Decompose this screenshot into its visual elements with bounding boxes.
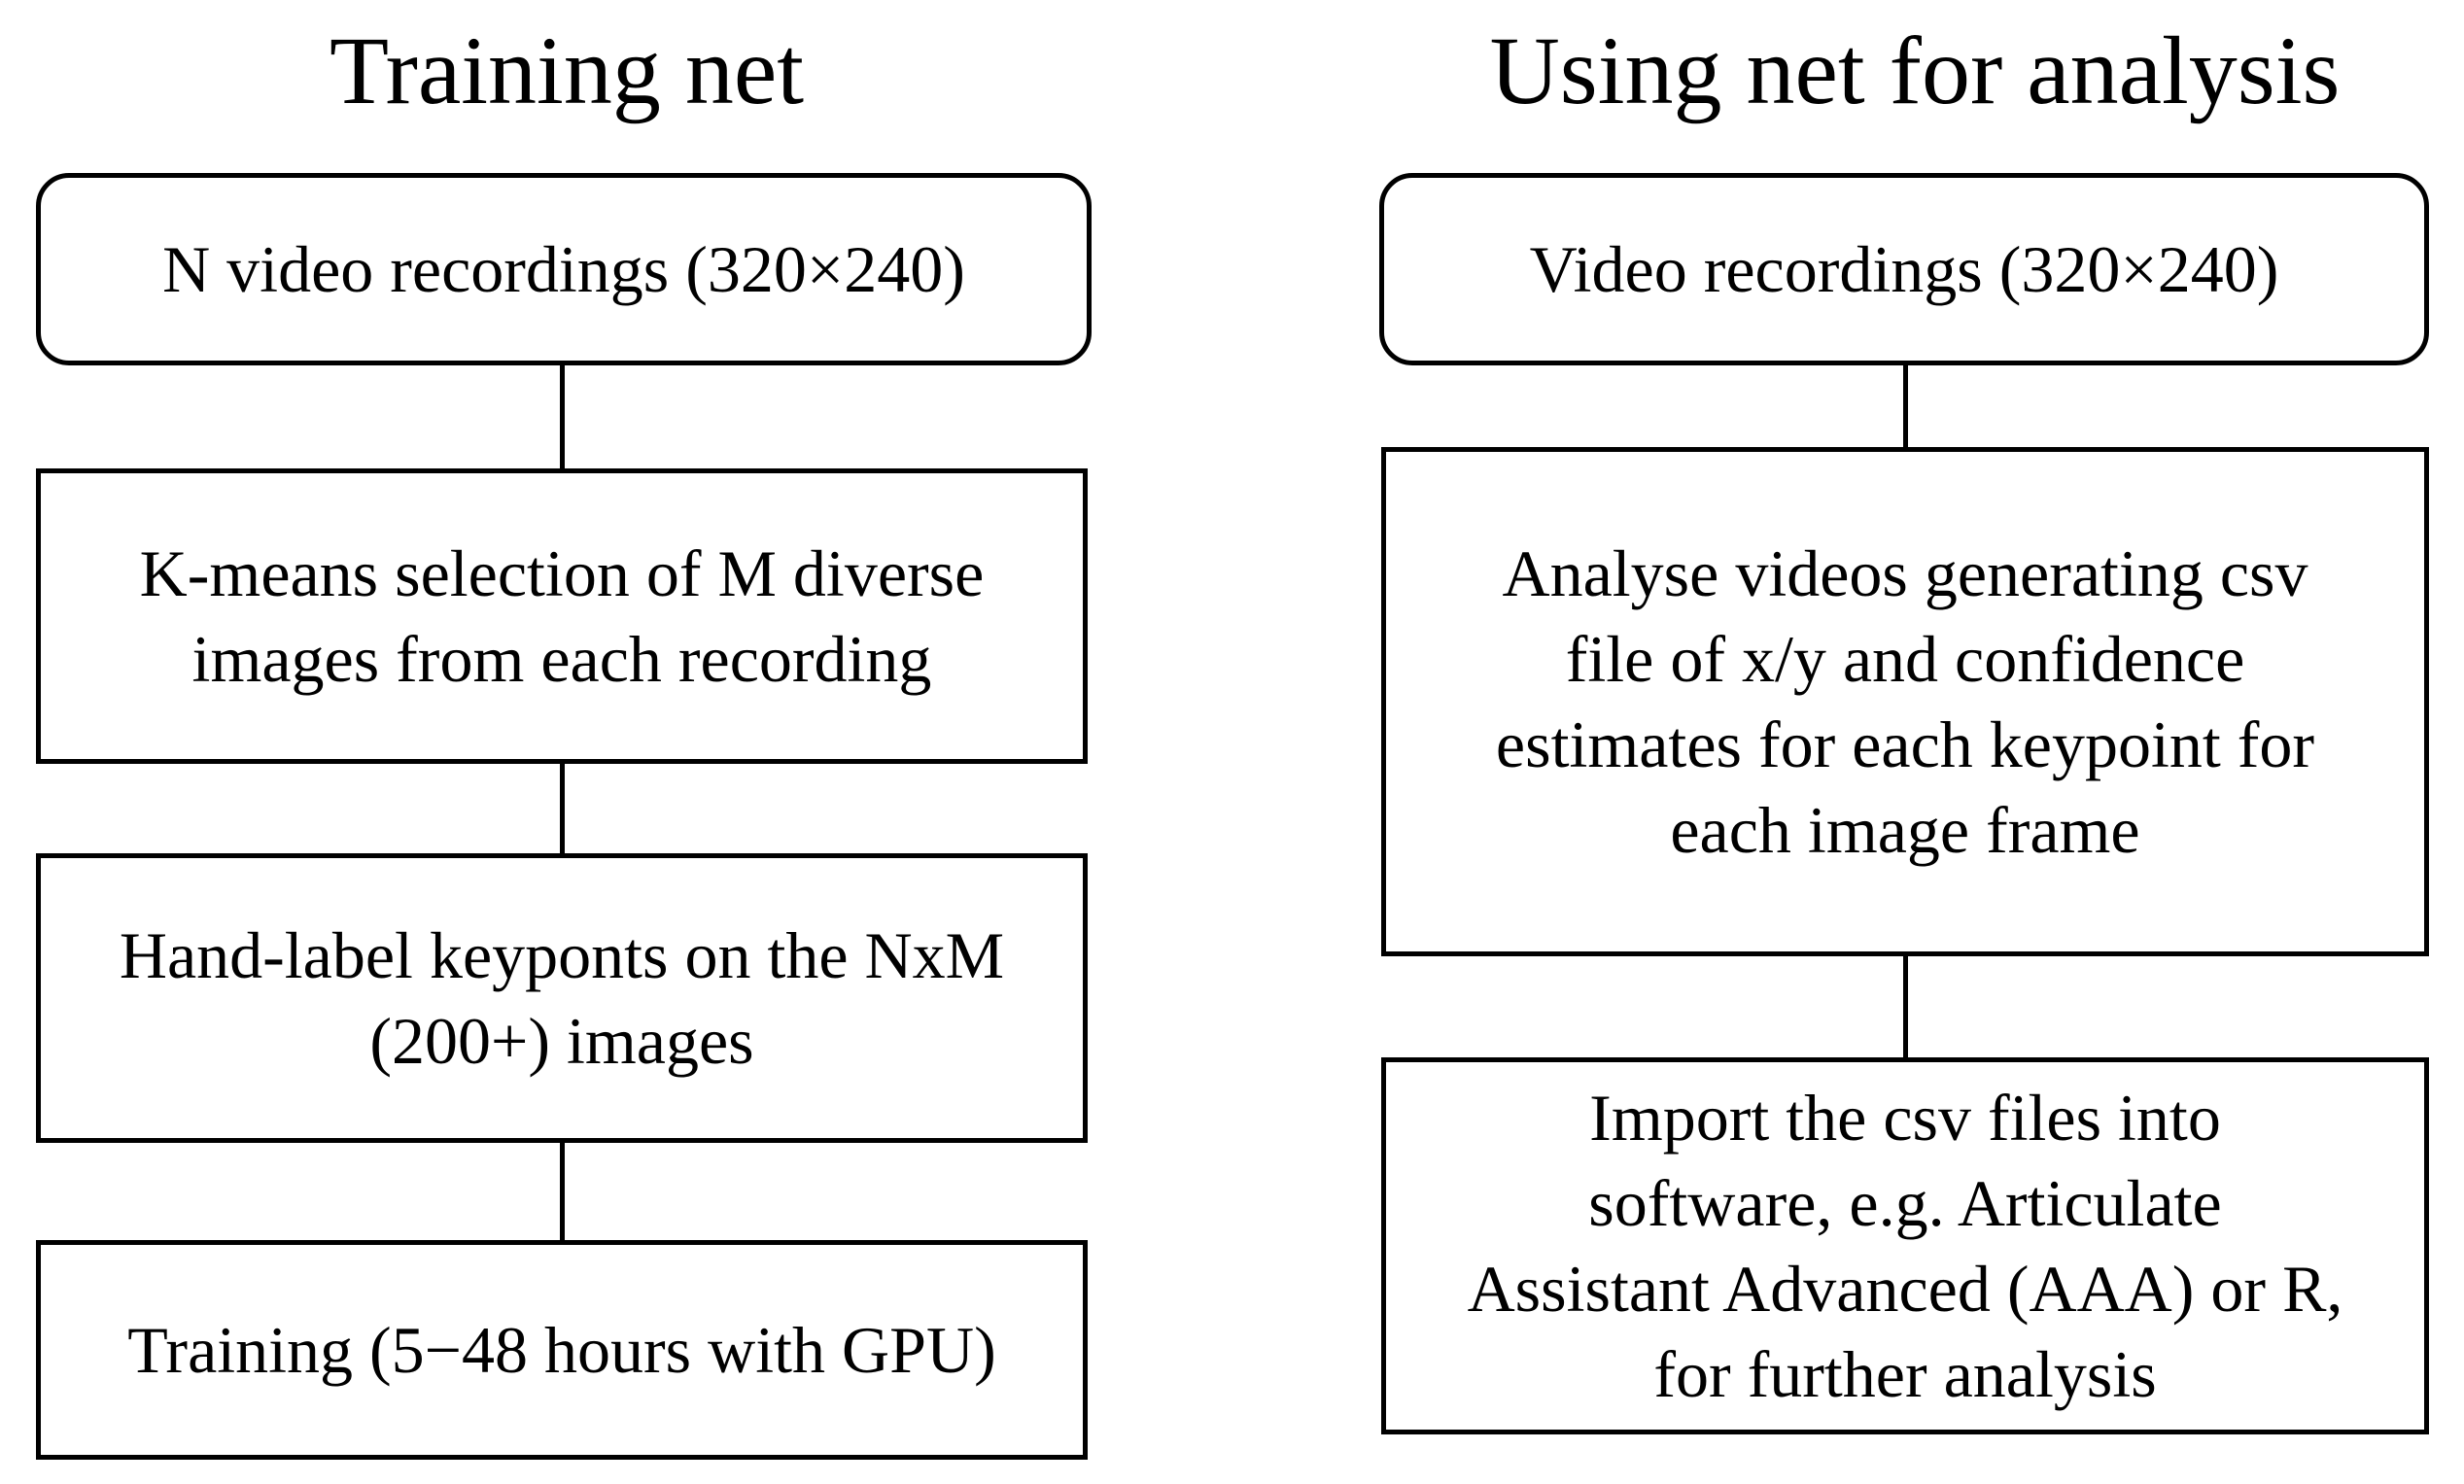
right-step-analyse-videos: Analyse videos generating csv file of x/…	[1381, 447, 2429, 956]
right-column-title: Using net for analysis	[1489, 17, 2341, 124]
right-step-video-recordings: Video recordings (320×240)	[1379, 173, 2429, 365]
step-text-line: software, e.g. Articulate	[1588, 1166, 2222, 1240]
step-text-line: Import the csv files into	[1589, 1081, 2221, 1155]
left-connector-1	[560, 365, 565, 468]
left-step-kmeans-selection: K-means selection of M diverse images fr…	[36, 468, 1088, 764]
left-step-training: Training (5−48 hours with GPU)	[36, 1240, 1088, 1460]
step-text-line: file of x/y and confidence	[1565, 622, 2245, 696]
left-connector-3	[560, 1143, 565, 1240]
step-text-line: Analyse videos generating csv	[1502, 536, 2308, 610]
step-text-line: each image frame	[1670, 793, 2140, 867]
left-step-video-recordings: N video recordings (320×240)	[36, 173, 1092, 365]
step-text-line: Hand-label keyponts on the NxM	[119, 918, 1005, 992]
step-text-line: images from each recording	[191, 622, 932, 696]
step-text-line: N video recordings (320×240)	[162, 232, 965, 306]
right-step-import-csv: Import the csv files into software, e.g.…	[1381, 1057, 2429, 1434]
left-column-title: Training net	[330, 17, 804, 124]
right-connector-2	[1903, 956, 1908, 1057]
step-text-line: (200+) images	[369, 1004, 754, 1078]
step-text-line: Training (5−48 hours with GPU)	[127, 1313, 996, 1387]
step-text-line: Assistant Advanced (AAA) or R,	[1467, 1252, 2343, 1326]
step-text-line: Video recordings (320×240)	[1529, 232, 2279, 306]
left-step-hand-label: Hand-label keyponts on the NxM (200+) im…	[36, 853, 1088, 1143]
step-text-line: K-means selection of M diverse	[139, 536, 985, 610]
step-text-line: estimates for each keypoint for	[1495, 707, 2315, 781]
left-connector-2	[560, 764, 565, 853]
step-text-line: for further analysis	[1653, 1337, 2157, 1411]
right-connector-1	[1903, 365, 1908, 447]
